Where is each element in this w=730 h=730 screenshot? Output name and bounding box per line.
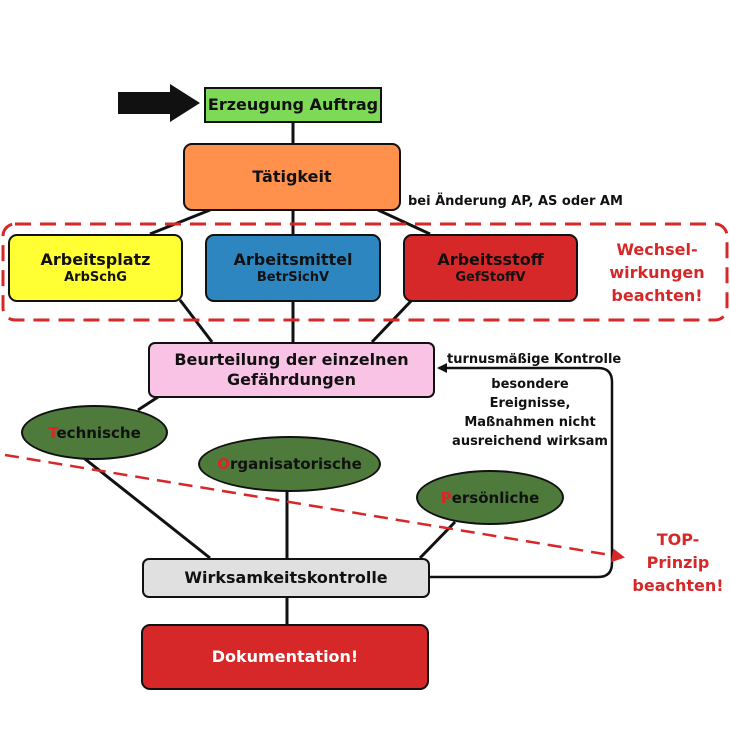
dokumentation-box: Dokumentation! [141,624,429,690]
aenderung-note: bei Änderung AP, AS oder AM [408,193,623,212]
persoenliche-initial: P [440,488,452,507]
organisatorische-initial: O [217,455,230,473]
turnus-note: turnusmäßige Kontrolle [447,351,621,370]
top-principle-dashed-arrow [4,453,625,563]
taetigkeit-box: Tätigkeit [183,143,401,211]
connector-taetigkeit-arbeitsplatz [149,208,211,236]
wechsel-line2: wirkungen [609,263,705,283]
organisatorische-rest: rganisatorische [229,455,362,473]
arbeitsstoff-subtitle: GefStoffV [455,269,526,285]
persoenliche-ellipse: Persönliche [416,470,564,525]
persoenliche-rest: ersönliche [451,488,540,507]
arbeitsplatz-subtitle: ArbSchG [64,269,127,285]
technische-rest: echnische [56,423,141,442]
arbeitsstoff-title: Arbeitsstoff [437,249,544,269]
arbeitsplatz-box: Arbeitsplatz ArbSchG [8,234,183,302]
aenderung-text: bei Änderung AP, AS oder AM [408,194,623,209]
wechselwirkungen-note: Wechsel- wirkungen beachten! [596,238,718,308]
turnus-text: turnusmäßige Kontrolle [447,352,622,367]
organisatorische-ellipse: Organisatorische [198,436,381,492]
auftrag-box: Erzeugung Auftrag [204,87,382,123]
wechsel-line1: Wechsel- [616,240,698,259]
ereignisse-line3: ausreichend wirksam [452,433,608,449]
beurteilung-line2: Gefährdungen [227,370,356,389]
ereignisse-line1: besondere Ereignisse, [489,377,571,411]
feedback-loop-arrow [430,363,614,579]
arbeitsmittel-title: Arbeitsmittel [233,249,353,269]
arbeitsstoff-box: Arbeitsstoff GefStoffV [403,234,578,302]
wirksamkeit-label: Wirksamkeitskontrolle [184,568,388,587]
connector-taetigkeit-arbeitsstoff [377,208,431,236]
wirksamkeit-box: Wirksamkeitskontrolle [142,558,430,598]
interaction-dashed-frame [1,222,729,322]
wechsel-line3: beachten! [611,286,703,306]
auftrag-label: Erzeugung Auftrag [207,95,379,114]
top-line3: beachten! [632,576,724,596]
top-line1: TOP- [656,530,700,549]
connector-beurteilung-technische [137,395,159,412]
ereignisse-line2: Maßnahmen nicht [464,414,596,430]
beurteilung-line1: Beurteilung der einzelnen [174,350,409,369]
technische-ellipse: Technische [21,405,168,460]
arbeitsplatz-title: Arbeitsplatz [40,249,151,269]
taetigkeit-label: Tätigkeit [252,167,332,186]
entry-arrow [118,84,200,122]
ereignisse-note: besondere Ereignisse, Maßnahmen nicht au… [450,376,610,451]
arbeitsmittel-subtitle: BetrSichV [256,269,330,285]
arbeitsmittel-box: Arbeitsmittel BetrSichV [205,234,381,302]
top-prinzip-note: TOP- Prinzip beachten! [628,528,728,598]
top-line2: Prinzip [646,553,710,573]
beurteilung-box: Beurteilung der einzelnen Gefährdungen [148,342,435,398]
technische-initial: T [48,423,57,442]
dokumentation-label: Dokumentation! [211,647,359,666]
